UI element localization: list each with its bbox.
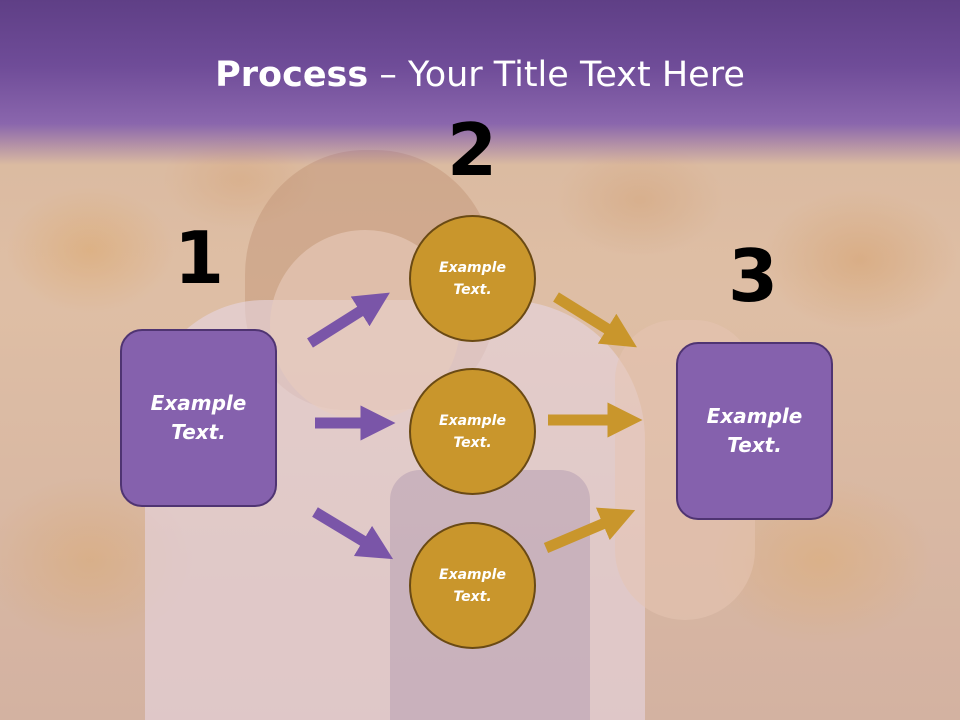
slide-title[interactable]: Process – Your Title Text Here (0, 52, 960, 98)
step1-box-text: Example Text. (139, 389, 259, 447)
arrow-circle3-to-box3 (543, 507, 636, 554)
circle-top-line1: Example (439, 259, 506, 276)
step-number-2: 2 (446, 108, 498, 192)
step1-box[interactable]: Example Text. (120, 329, 277, 507)
step3-box-text: Example Text. (695, 402, 815, 460)
circle-middle-text: Example Text. (428, 410, 518, 454)
step3-box-line1: Example (706, 404, 803, 428)
step-number-3: 3 (727, 234, 779, 318)
step3-box-line2: Text. (727, 433, 782, 457)
title-rest: – Your Title Text Here (368, 55, 745, 95)
arrow-box1-to-circle3 (312, 507, 394, 560)
circle-bottom-text: Example Text. (428, 564, 518, 608)
circle-top-text: Example Text. (428, 257, 518, 301)
step1-box-line2: Text. (171, 420, 226, 444)
step3-box[interactable]: Example Text. (676, 342, 833, 520)
circle-bottom-line1: Example (439, 566, 506, 583)
circle-middle-line1: Example (439, 412, 506, 429)
step2-circle-middle[interactable]: Example Text. (409, 368, 536, 495)
step-number-1: 1 (173, 216, 225, 300)
arrow-box1-to-circle1 (307, 292, 390, 348)
arrow-circle1-to-box3 (553, 292, 637, 348)
circle-middle-line2: Text. (453, 434, 492, 451)
circle-top-line2: Text. (453, 281, 492, 298)
step1-box-line1: Example (150, 391, 247, 415)
title-bold: Process (215, 55, 369, 95)
step2-circle-top[interactable]: Example Text. (409, 215, 536, 342)
step2-circle-bottom[interactable]: Example Text. (409, 522, 536, 649)
header-bar (0, 0, 960, 165)
circle-bottom-line2: Text. (453, 588, 492, 605)
